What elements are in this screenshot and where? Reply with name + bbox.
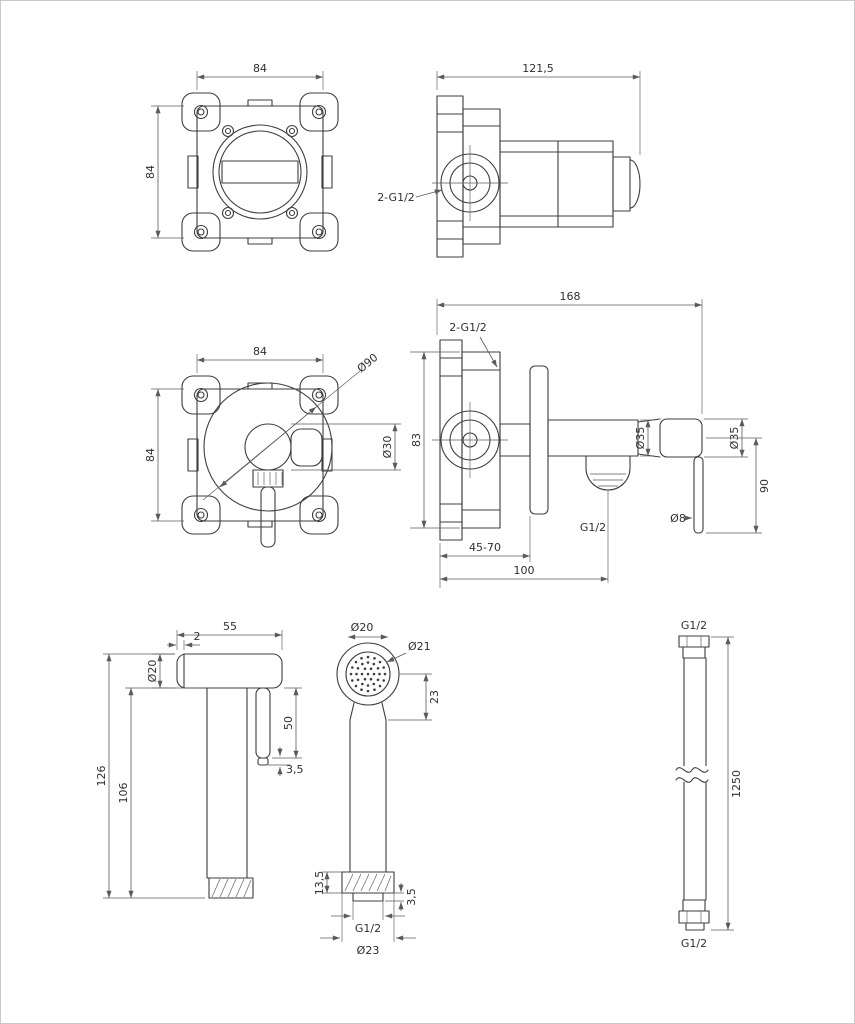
- dim-sprayer-body-height: 106: [117, 783, 130, 804]
- dim-trim-front-height: 84: [144, 448, 157, 462]
- dim-sprayer-pattern-diameter: Ø20: [351, 621, 374, 634]
- trim-side-view: 2-G1/2 168 83 Ø35 Ø35 90 Ø8 G1/2 45-70 1…: [410, 290, 771, 588]
- dim-sprayer-head-diameter: Ø20: [146, 660, 159, 683]
- dim-sprayer-wall-thickness: 2: [194, 630, 201, 643]
- dim-sprayer-nut-height: 13,5: [313, 871, 326, 896]
- dim-trim-knob-diameter: Ø30: [381, 436, 394, 459]
- label-hose-top-thread: G1/2: [681, 619, 707, 632]
- dim-trim-body-diameter: Ø35: [634, 427, 647, 450]
- spray-holes: [349, 655, 387, 693]
- dim-trim-side-height: 83: [410, 433, 423, 447]
- label-hose-bottom-thread: G1/2: [681, 937, 707, 950]
- dim-trim-lever-diameter: Ø8: [670, 512, 686, 525]
- box-front-view: 84 84: [144, 62, 339, 252]
- hose-view: G1/2 G1/2 1250: [675, 619, 743, 950]
- dim-box-front-height: 84: [144, 165, 157, 179]
- label-trim-side-thread: 2-G1/2: [449, 321, 487, 334]
- sprayer-front-view: Ø20 Ø21 23 13,5 3,5 G1/2: [313, 621, 441, 957]
- dim-hose-length: 1250: [730, 770, 743, 798]
- label-trim-outlet-thread: G1/2: [580, 521, 606, 534]
- dim-trim-front-width: 84: [253, 345, 267, 358]
- dim-sprayer-tip-height: 3,5: [405, 888, 418, 906]
- dim-trim-outlet-offset: 100: [514, 564, 535, 577]
- dim-sprayer-tip-length: 3,5: [286, 763, 304, 776]
- dim-trim-lever-drop: 90: [758, 479, 771, 493]
- dim-sprayer-trigger-length: 50: [282, 716, 295, 730]
- dim-sprayer-face-diameter: Ø21: [408, 640, 431, 653]
- dim-trim-depth-range: 45-70: [469, 541, 501, 554]
- trim-front-view: Ø90 Ø30 84 84: [144, 345, 401, 548]
- label-sprayer-thread: G1/2: [355, 922, 381, 935]
- dim-sprayer-head-length: 55: [223, 620, 237, 633]
- box-side-view: 2-G1/2 121,5: [377, 62, 641, 258]
- dim-box-side-width: 121,5: [522, 62, 554, 75]
- dim-sprayer-nut-diameter: Ø23: [357, 944, 380, 957]
- dim-trim-side-width: 168: [560, 290, 581, 303]
- sprayer-side-view: 55 2 Ø20 50 3,5 126 106: [95, 620, 304, 899]
- dim-sprayer-total-height: 126: [95, 766, 108, 787]
- dim-trim-plate-diameter: Ø90: [355, 351, 381, 375]
- dim-box-front-width: 84: [253, 62, 267, 75]
- label-box-side-thread: 2-G1/2: [377, 191, 415, 204]
- dim-sprayer-head-depth: 23: [428, 690, 441, 704]
